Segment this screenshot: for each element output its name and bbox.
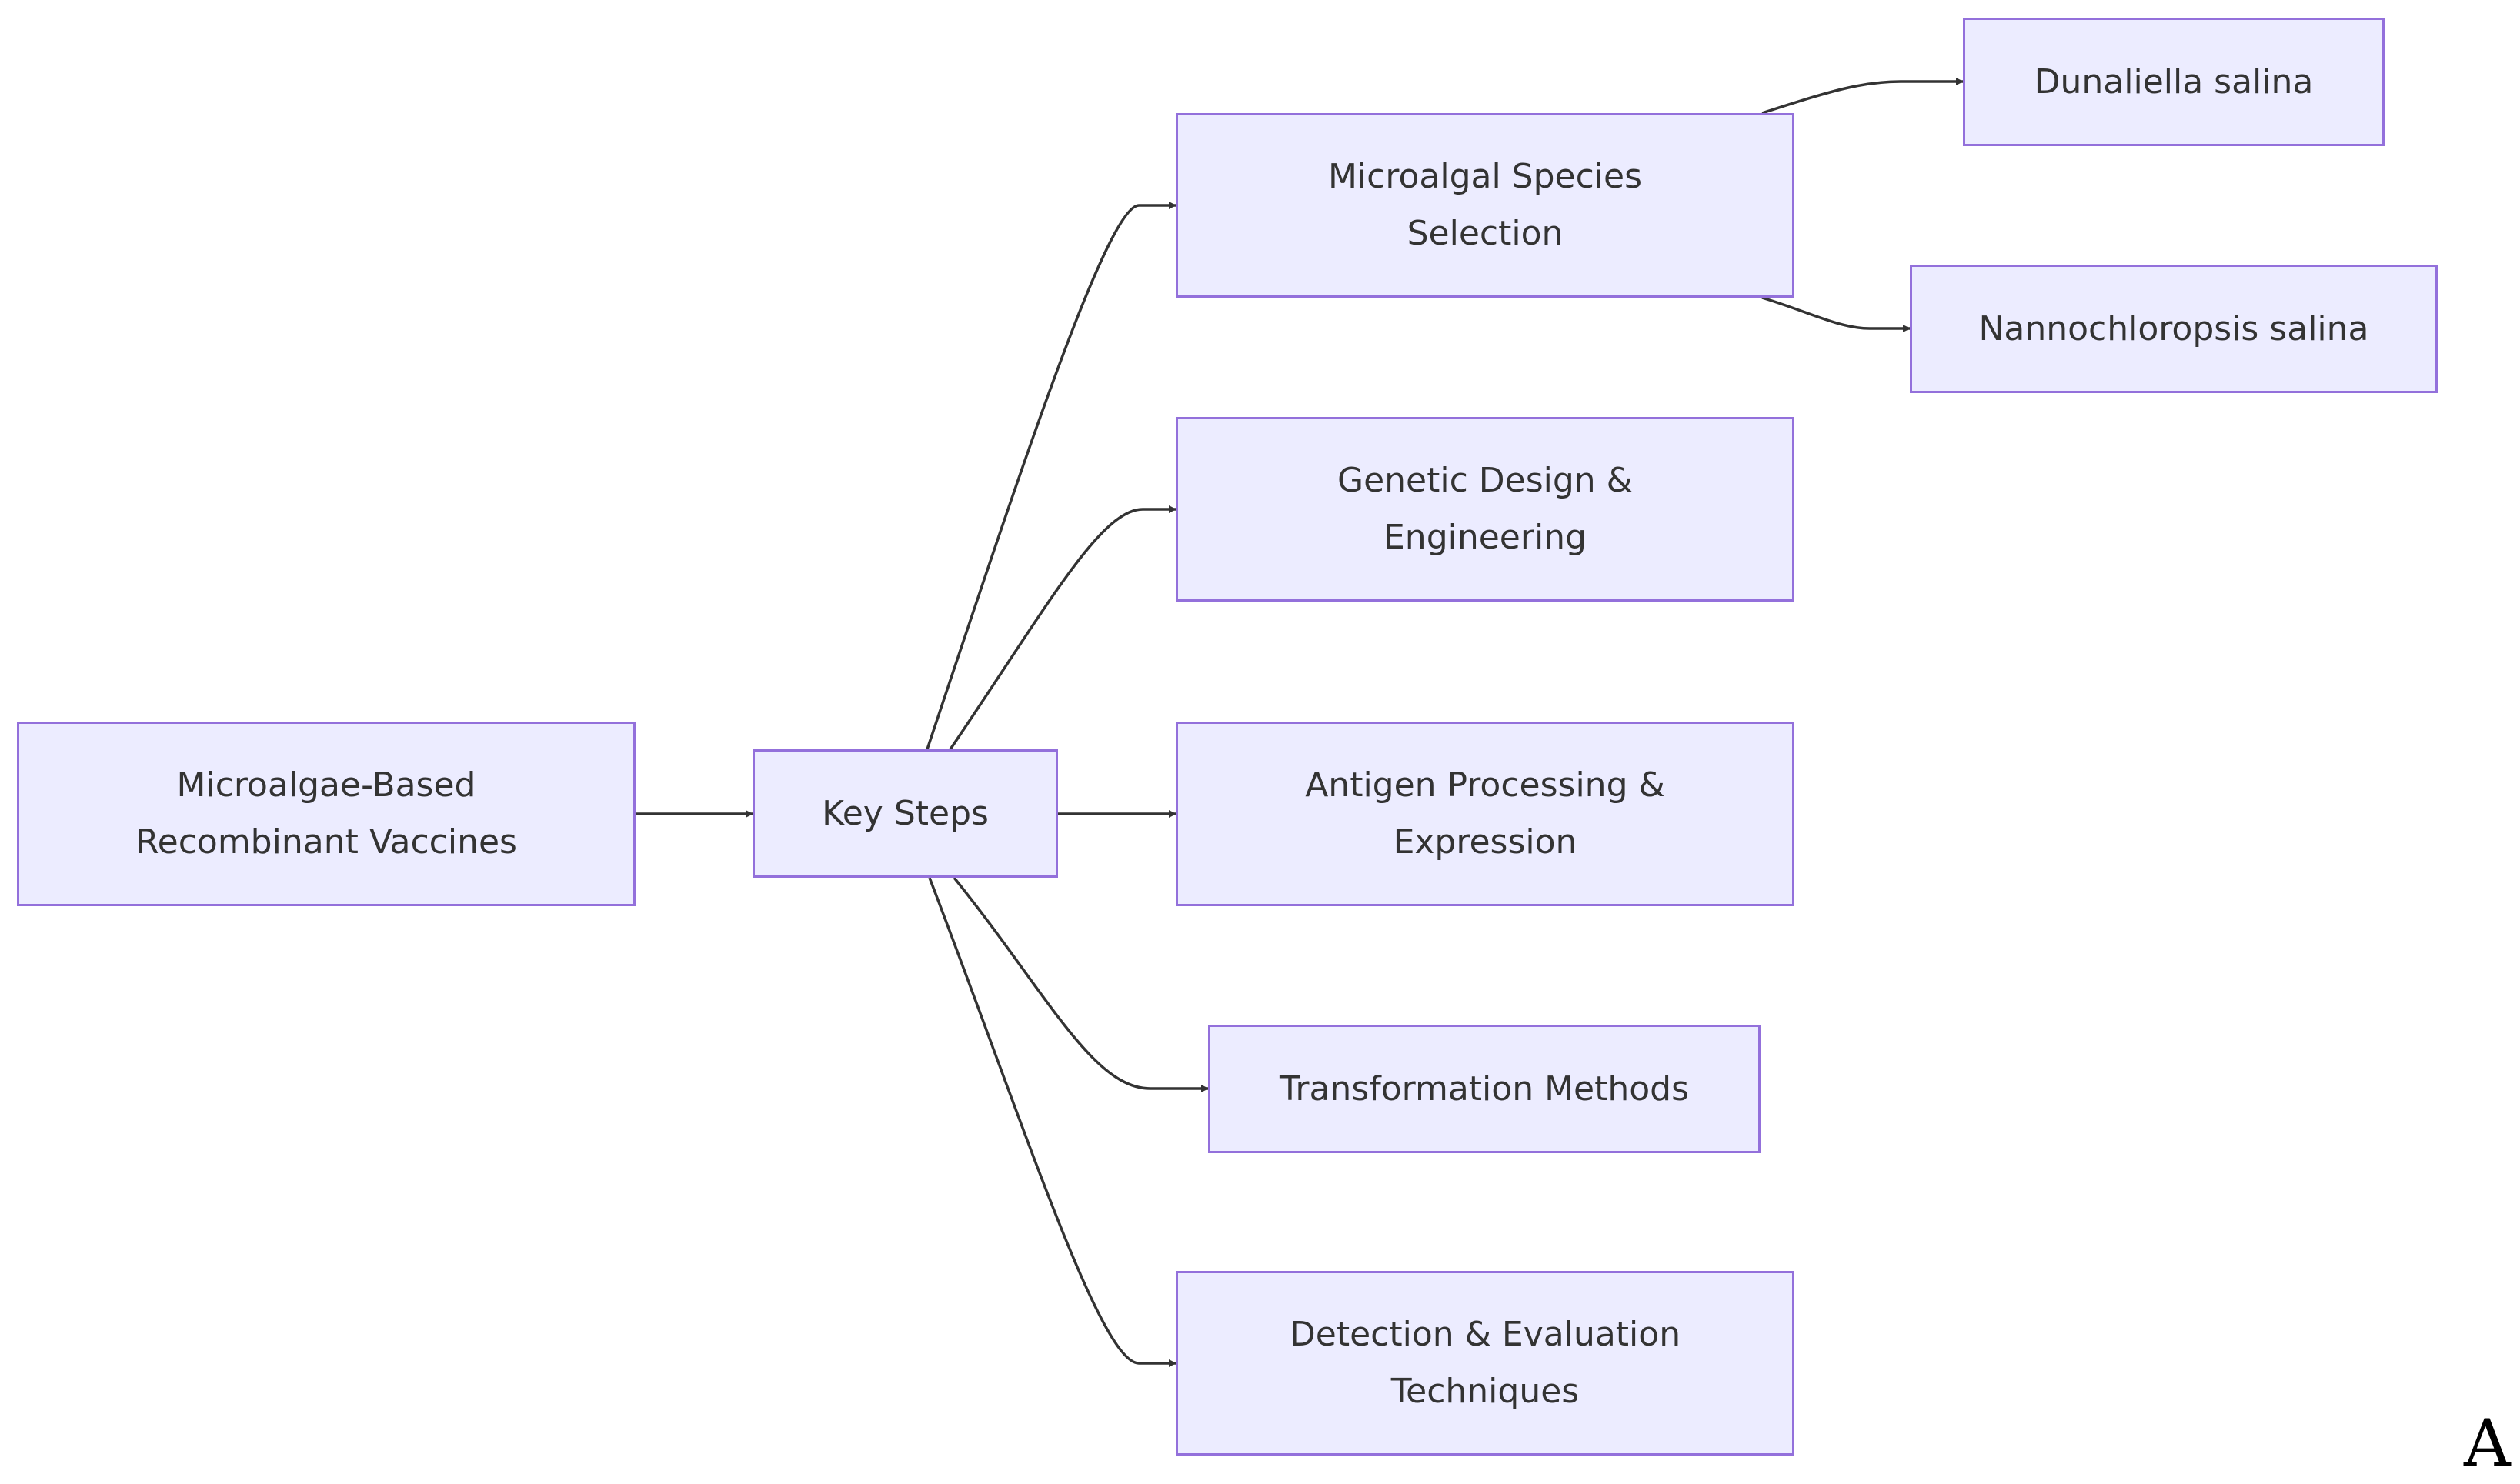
edge-species-selection-to-nannochloropsis (1761, 296, 1911, 332)
node-label: Genetic Design & Engineering (1337, 461, 1633, 557)
edge-species-selection-to-dunaliella (1761, 78, 1964, 115)
node-detection-evaluation-techniques: Detection & Evaluation Techniques (1176, 1271, 1794, 1456)
node-microalgal-species-selection: Microalgal Species Selection (1176, 113, 1794, 298)
node-label: Detection & Evaluation Techniques (1289, 1315, 1681, 1411)
edge-key-steps-to-detection (928, 877, 1177, 1367)
edge-key-steps-to-transformation (953, 876, 1209, 1092)
node-label: Microalgae-Based Recombinant Vaccines (135, 765, 517, 862)
node-label: Dunaliella salina (2034, 62, 2314, 102)
node-label: Nannochloropsis salina (1978, 308, 2369, 348)
corner-letter: A (2464, 1406, 2511, 1481)
node-label: Key Steps (822, 793, 989, 833)
node-key-steps: Key Steps (753, 749, 1058, 878)
node-microalgae-based-recombinant-vaccines: Microalgae-Based Recombinant Vaccines (17, 722, 636, 906)
node-dunaliella-salina: Dunaliella salina (1963, 18, 2385, 146)
node-genetic-design-engineering: Genetic Design & Engineering (1176, 417, 1794, 602)
edge-key-steps-to-genetic-design (949, 505, 1177, 750)
node-label: Transformation Methods (1279, 1069, 1690, 1109)
edge-key-steps-to-species-selection (926, 202, 1177, 750)
node-label: Antigen Processing & Expression (1305, 765, 1665, 862)
node-antigen-processing-expression: Antigen Processing & Expression (1176, 722, 1794, 906)
node-label: Microalgal Species Selection (1327, 157, 1643, 253)
node-nannochloropsis-salina: Nannochloropsis salina (1910, 265, 2438, 393)
node-transformation-methods: Transformation Methods (1208, 1025, 1761, 1153)
